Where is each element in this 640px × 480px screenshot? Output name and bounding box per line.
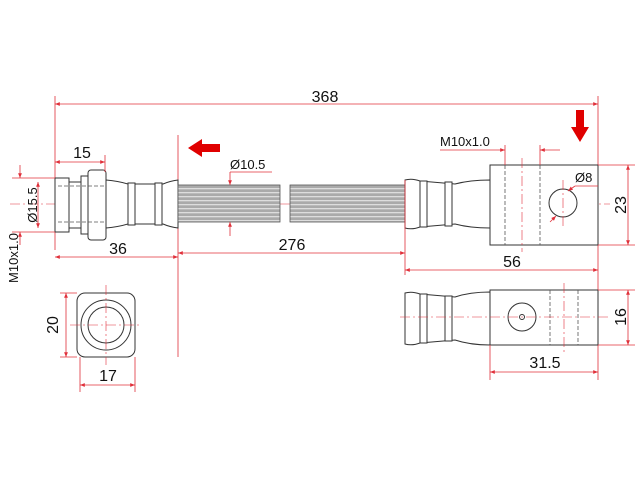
dim-nut-diameter: Ø15.5 <box>25 181 40 229</box>
dim-hose-diameter: Ø10.5 <box>228 157 272 236</box>
dim-thread-left: M10x1.0 <box>6 165 55 283</box>
thread-right-label: M10x1.0 <box>440 134 490 149</box>
left-fitting-length-label: 36 <box>109 241 127 258</box>
direction-arrow-left-icon <box>188 139 220 157</box>
hose <box>177 184 406 223</box>
dim-block-thickness: 16 <box>598 289 635 346</box>
left-fitting <box>54 169 179 241</box>
direction-arrow-down-icon <box>571 110 589 142</box>
dim-hole-diameter: Ø8 <box>549 170 598 223</box>
nut-diameter-label: Ø15.5 <box>25 187 40 222</box>
dim-block-length: 31.5 <box>489 345 598 380</box>
overall-length-label: 368 <box>312 89 339 106</box>
dim-thread-right: M10x1.0 <box>440 134 560 165</box>
right-fitting-side-view <box>400 283 610 352</box>
block-thickness-label: 16 <box>613 308 630 326</box>
dim-left-fitting-length: 36 <box>55 241 179 259</box>
dim-block-height: 23 <box>598 164 635 246</box>
block-length-label: 31.5 <box>529 355 560 372</box>
block-height-label: 23 <box>613 196 630 214</box>
dim-nut-length: 15 <box>55 145 106 172</box>
thread-left-label: M10x1.0 <box>6 233 21 283</box>
right-fitting <box>404 158 599 252</box>
hole-diameter-label: Ø8 <box>575 170 592 185</box>
hose-length-label: 276 <box>279 237 306 254</box>
nut-length-label: 15 <box>73 145 91 162</box>
right-fitting-length-label: 56 <box>503 254 521 271</box>
hex-height-label: 20 <box>45 316 62 334</box>
dim-hose-length: 276 <box>177 180 406 275</box>
hex-width-label: 17 <box>99 368 117 385</box>
hose-diameter-label: Ø10.5 <box>230 157 265 172</box>
dim-hex-width: 17 <box>79 357 136 392</box>
dim-hex-height: 20 <box>45 292 77 358</box>
dim-right-fitting-length: 56 <box>405 254 598 272</box>
hex-end-view <box>70 285 142 365</box>
